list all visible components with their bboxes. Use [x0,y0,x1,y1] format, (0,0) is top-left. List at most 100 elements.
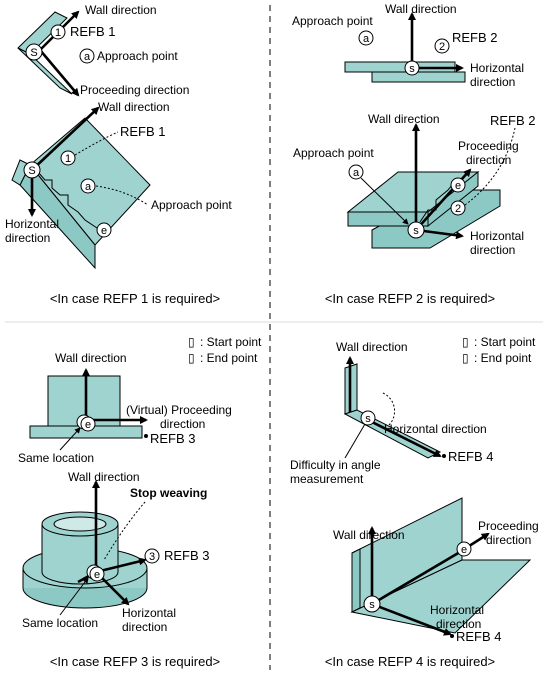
p2-marker-e [450,177,466,193]
p1-horizontal-label: Horizontal [5,217,59,231]
p3-top-end-dot [144,434,148,438]
p3-top-virtual-label: (Virtual) Proceeding [126,403,232,417]
p3-legend-start-glyph: ▯ [188,335,195,349]
p2-top-direction-label: direction [470,75,515,89]
p3-same-label: Same location [22,616,98,630]
p2-top-refb2-label: REFB 2 [452,30,498,45]
p3-legend-start-label: : Start point [200,335,262,349]
p2-approach-label: Approach point [293,146,374,160]
p4-refb4-label: REFB 4 [456,629,502,644]
p4-direction-label: direction [436,617,481,631]
p4-top-wall-label: Wall direction [336,340,408,354]
p1-top-approach-label: Approach point [97,49,178,63]
p1-marker-a-text: a [85,181,92,193]
p3-horizontal-label: Horizontal [122,606,176,620]
p2-top-horizontal-label: Horizontal [470,61,524,75]
p2-top-approach-label: Approach point [292,14,373,28]
p2-marker-a [348,164,364,180]
p4-top-refb4-label: REFB 4 [448,449,494,464]
p1-refb1-leader [74,131,119,156]
p4-top-end-dot [442,454,446,458]
p4-horizontal-label: Horizontal [430,603,484,617]
p4-wall-label: Wall direction [333,528,405,542]
p1-top-proceed-label: Proceeding direction [80,83,189,97]
p2-top-marker-2 [434,38,450,54]
p2-approach-leader [360,177,409,225]
p3-top-wall-label: Wall direction [55,351,127,365]
p4-top-horizontal-arrow [367,418,442,458]
p2-marker-a-text: a [353,167,360,179]
p1-top-marker-a [79,48,95,64]
p3-top-end-e-text: e [85,419,91,431]
p2-marker-2-text: 2 [455,203,461,215]
p1-top-start-s [25,43,43,61]
p1-approach-leader [95,185,149,206]
p2-proceeding-label: Proceeding [458,139,519,153]
p4-end-dot [450,634,454,638]
p1-wall-label: Wall direction [98,100,170,114]
p4-legend-start-glyph: ▯ [462,335,469,349]
p3-top-same-label: Same location [18,451,94,465]
p4-top-difficulty-leader [344,423,366,459]
p4-legend-end-glyph: ▯ [462,351,469,365]
p4-difficulty-line2: measurement [290,472,364,486]
p3-top-direction-label: direction [160,417,205,431]
p4-top-angle-arc [382,392,396,427]
p2-refb2-label: REFB 2 [490,113,536,128]
p1-top-marker-a-text: a [84,51,91,63]
p1-top-proceed-arrow [39,49,80,97]
p3-end-e-text: e [94,569,100,581]
p3-top-end-e [80,416,96,432]
p2-wall-label: Wall direction [368,112,440,126]
p3-legend-end-glyph: ▯ [188,351,195,365]
p1-marker-e-text: e [101,225,107,237]
p2-marker-e-text: e [455,180,461,192]
p1-start-s [23,161,41,179]
p3-marker-3 [144,548,160,564]
panel-refp1: Wall direction Proceeding direction 1 RE… [5,3,232,306]
p4-start-s [363,595,381,613]
p3-marker-3-text: 3 [149,551,155,563]
p3-direction-label: direction [122,620,167,634]
p3-end-e [89,566,105,582]
p1-top-wall-label: Wall direction [85,3,157,17]
p4-legend-end-label: : End point [474,351,532,365]
p4-wall-edge [351,548,361,613]
p4-horizontal-arrow [371,602,452,636]
p3-wall-label: Wall direction [68,470,140,484]
p2-top-start-s [404,60,420,76]
p1-refb1-label: REFB 1 [120,124,166,139]
p3-legend-end-label: : End point [200,351,258,365]
p4-top-horizontal-label: Horizontal direction [384,422,487,436]
p2-top-start-s-text: s [409,63,415,75]
p2-direction-label: direction [470,243,515,257]
p3-stop-weaving-label: Stop weaving [130,486,207,500]
p2-weave-path [419,179,457,223]
p1-weave-path [37,171,101,231]
p2-refb2-leader [464,127,516,206]
p2-top-marker-2-text: 2 [439,41,445,53]
p4-weld-line [371,550,461,606]
p2-marker-2 [450,200,466,216]
p3-cylinder-hole [53,516,107,532]
p3-caption: <In case REFP 3 is required> [50,654,220,669]
p1-caption: <In case REFP 1 is required> [50,291,220,306]
p1-top-marker-1 [50,24,66,40]
p3-stop-weaving-leader [103,501,146,561]
p1-start-s-text: S [28,165,35,177]
p3-top-refb3-label: REFB 3 [150,431,196,446]
p3-refb3-label: REFB 3 [164,548,210,563]
p3-top-same-leader [59,427,81,451]
panel-refp3: ▯ : Start point ▯ : End point Wall direc… [18,335,262,669]
p3-same-leader [59,577,89,616]
p4-end-e [456,541,472,557]
p1-top-start-s-text: S [30,47,37,59]
p4-end-e-text: e [461,544,467,556]
p2-caption: <In case REFP 2 is required> [325,291,495,306]
p4-start-s-text: s [369,599,375,611]
p2-top-marker-a [358,30,374,46]
p1-marker-1-text: 1 [65,153,71,165]
p1-marker-a [80,178,96,194]
p4-top-start-s-text: s [365,413,371,425]
